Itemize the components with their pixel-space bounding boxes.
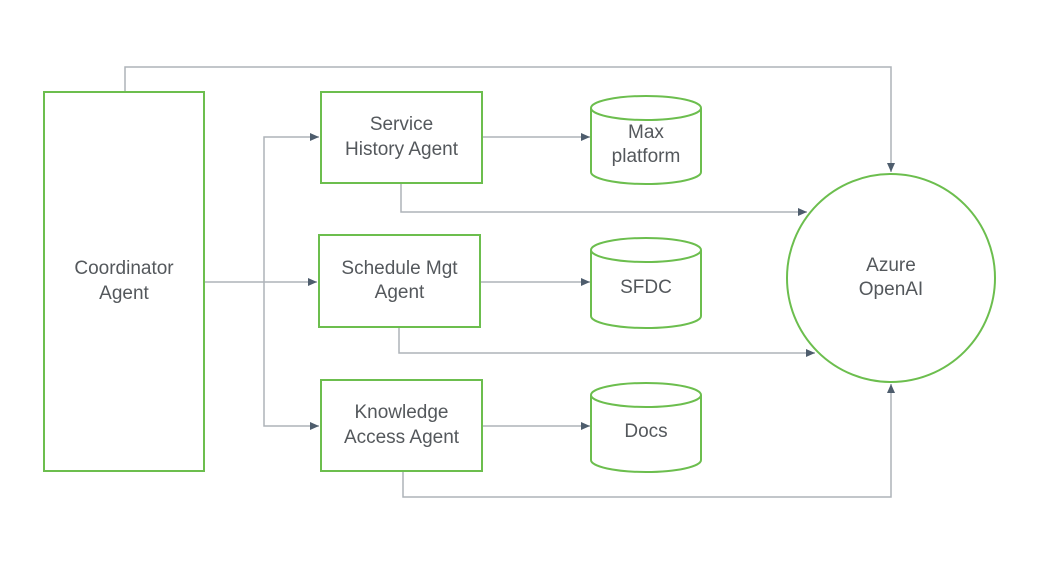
edge-schedule-mgt-to-azure-openai [398, 328, 815, 357]
database-cylinder-docs [590, 382, 702, 473]
label-max-platform: Max platform [611, 121, 681, 167]
database-cylinder-max-platform [590, 95, 702, 185]
node-service-history-agent: Service History Agent [320, 91, 483, 184]
edge-coordinator-to-service-history [263, 133, 319, 282]
edge-service-history-to-azure-openai [400, 184, 807, 216]
label-sfdc: SFDC [620, 276, 672, 298]
edge-coordinator-to-knowledge-access [263, 282, 319, 430]
node-azure-openai: Azure OpenAI [786, 173, 996, 383]
node-schedule-mgt-agent: Schedule Mgt Agent [318, 234, 481, 328]
label-docs: Docs [624, 420, 668, 442]
edge-knowledge-access-to-azure-openai [402, 384, 895, 498]
database-cylinder-sfdc [590, 237, 702, 329]
node-coordinator-agent: Coordinator Agent [43, 91, 205, 472]
edge-coordinator-to-azure-openai [124, 66, 895, 172]
node-knowledge-access-agent: Knowledge Access Agent [320, 379, 483, 472]
